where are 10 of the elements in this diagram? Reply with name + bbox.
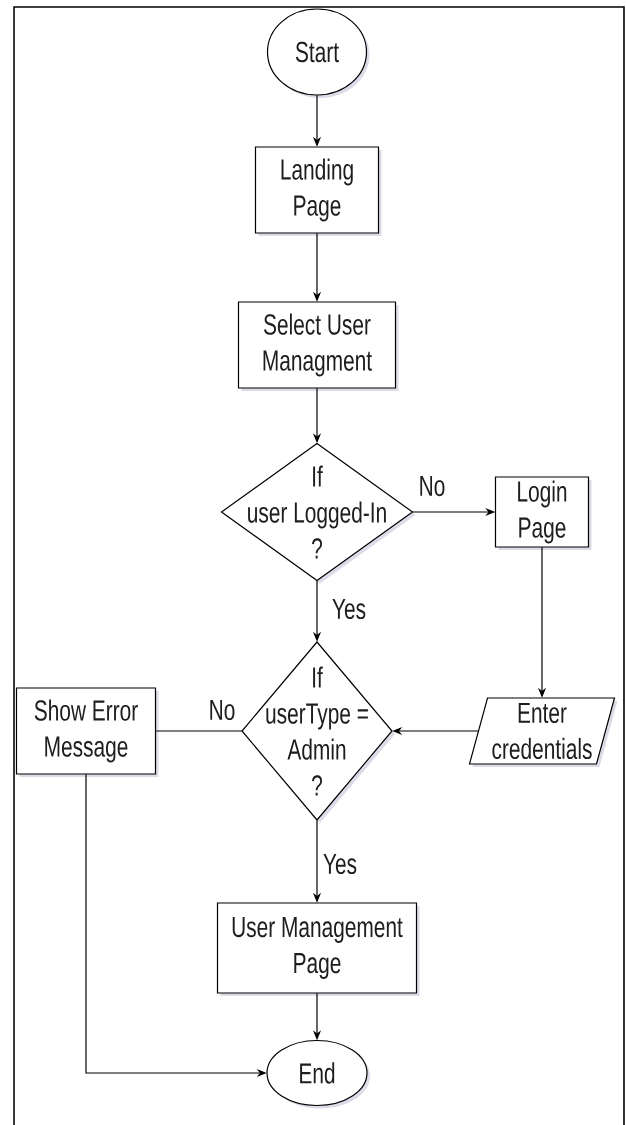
edge-label: Yes — [330, 597, 368, 621]
process-box: Landing Page — [254, 146, 382, 236]
process-box: Select User Managment — [237, 301, 399, 391]
edge-label: No — [207, 698, 237, 722]
edge-label: No — [417, 474, 447, 498]
input-parallelogram: Enter credentials — [468, 697, 618, 767]
process-box: Show Error Message — [15, 687, 159, 777]
edge-label: Yes — [321, 852, 359, 876]
process-box: User Management Page — [216, 902, 420, 996]
process-box: Login Page — [494, 476, 592, 550]
